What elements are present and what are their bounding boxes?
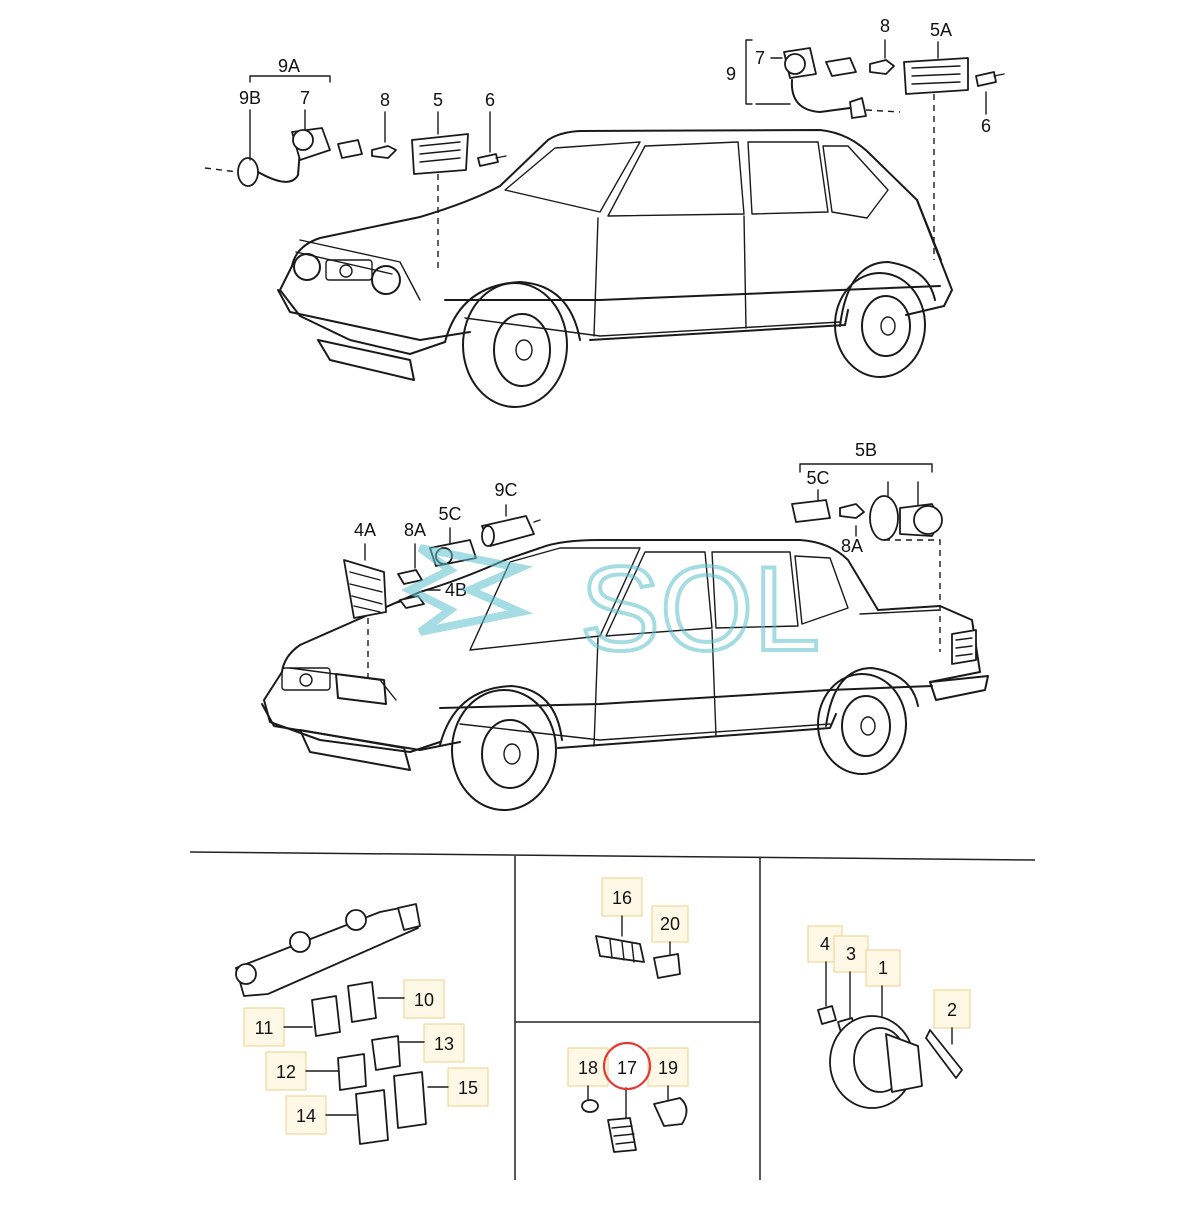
label-8A-left: 8A xyxy=(404,520,426,540)
label-5B: 5B xyxy=(855,440,877,460)
label-3: 3 xyxy=(846,944,856,964)
top-right-parts xyxy=(745,39,1005,260)
label-5C-right: 5C xyxy=(806,468,829,488)
label-5A: 5A xyxy=(930,20,952,40)
label-5: 5 xyxy=(433,90,443,110)
label-6-right: 6 xyxy=(981,116,991,136)
panel-left-labels: 10 11 12 13 14 15 xyxy=(255,990,478,1126)
label-7-right: 7 xyxy=(755,48,765,68)
panel-mid-top-labels: 16 20 xyxy=(612,888,680,934)
label-6-left: 6 xyxy=(485,90,495,110)
label-14: 14 xyxy=(296,1106,316,1126)
label-10: 10 xyxy=(414,990,434,1010)
panel-right-labels: 4 3 1 2 xyxy=(820,934,957,1020)
middle-car-body xyxy=(261,539,989,811)
label-8-right: 8 xyxy=(880,16,890,36)
label-7-left: 7 xyxy=(300,88,310,108)
panel-mid-bottom-labels: 18 17 19 xyxy=(578,1041,678,1091)
top-left-labels: 9A 9B 7 8 5 6 xyxy=(239,56,495,110)
label-16: 16 xyxy=(612,888,632,908)
label-9C: 9C xyxy=(494,480,517,500)
panel-right-parts xyxy=(807,925,971,1109)
label-5C-left: 5C xyxy=(438,504,461,524)
panel-grid xyxy=(189,851,1036,1180)
label-19: 19 xyxy=(658,1058,678,1078)
label-11: 11 xyxy=(255,1018,274,1038)
middle-left-labels: 4A 8A 5C 9C 4B xyxy=(354,480,518,600)
label-2: 2 xyxy=(947,1000,957,1020)
label-9A: 9A xyxy=(278,56,300,76)
label-17: 17 xyxy=(617,1058,637,1078)
label-8-left: 8 xyxy=(380,90,390,110)
highlight-circle xyxy=(602,1041,652,1091)
middle-right-labels: 5B 5C 8A xyxy=(806,440,877,556)
top-left-parts xyxy=(204,75,507,270)
label-20: 20 xyxy=(660,914,680,934)
middle-right-parts xyxy=(791,463,943,652)
label-8A-right: 8A xyxy=(841,536,863,556)
panel-mid-bottom-parts xyxy=(567,1047,689,1153)
label-4A: 4A xyxy=(354,520,376,540)
top-right-labels: 9 7 8 5A 6 xyxy=(726,16,991,136)
label-4B: 4B xyxy=(445,580,467,600)
panel-left-parts xyxy=(235,903,489,1145)
watermark-text: SOL xyxy=(580,542,820,676)
label-15: 15 xyxy=(458,1078,478,1098)
top-car-body xyxy=(277,129,953,408)
panel-mid-top-parts xyxy=(595,877,689,979)
label-9: 9 xyxy=(726,64,736,84)
watermark: SOL xyxy=(401,540,822,678)
label-12: 12 xyxy=(276,1062,296,1082)
label-9B: 9B xyxy=(239,88,261,108)
label-18: 18 xyxy=(578,1058,598,1078)
label-4: 4 xyxy=(820,934,830,954)
label-13: 13 xyxy=(434,1034,454,1054)
label-1: 1 xyxy=(878,958,888,978)
